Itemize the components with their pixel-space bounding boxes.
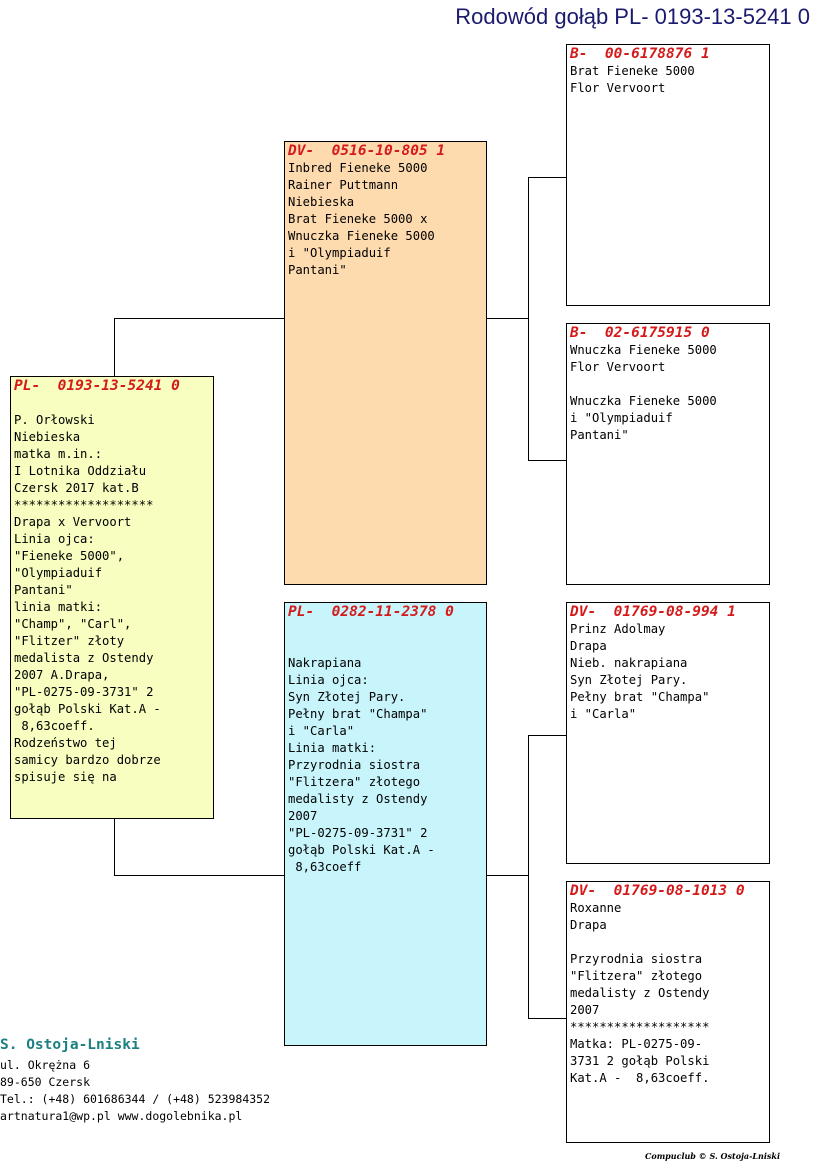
breeder-name: S. Ostoja-Lniski	[0, 1037, 140, 1053]
breeder-phone: Tel.: (+48) 601686344 / (+48) 523984352	[0, 1092, 271, 1106]
subject-ring-number: PL- 0193-13-5241 0	[14, 378, 180, 394]
sire-card: DV- 0516-10-805 1 Inbred Fieneke 5000 Ra…	[284, 141, 487, 585]
sire-sire-card: B- 00-6178876 1 Brat Fieneke 5000 Flor V…	[566, 44, 770, 306]
subject-description: P. Orłowski Niebieska matka m.in.: I Lot…	[14, 413, 161, 784]
connector-sire-bracket	[528, 177, 529, 460]
dam-sire-ring-number: DV- 01769-08-994 1	[570, 604, 736, 620]
connector-sire-stub	[486, 318, 528, 319]
breeder-address: ul. Okrężna 6	[0, 1058, 91, 1072]
dam-ring-number: PL- 0282-11-2378 0	[288, 604, 454, 620]
dam-sire-description: Prinz Adolmay Drapa Nieb. nakrapiana Syn…	[570, 622, 710, 721]
dam-dam-description: Roxanne Drapa Przyrodnia siostra "Flitze…	[570, 901, 710, 1085]
subject-card: PL- 0193-13-5241 0 P. Orłowski Niebieska…	[10, 376, 214, 819]
dam-description: Nakrapiana Linia ojca: Syn Złotej Pary. …	[288, 656, 435, 874]
connector-dam-bracket	[528, 735, 529, 1018]
dam-dam-card: DV- 01769-08-1013 0 Roxanne Drapa Przyro…	[566, 881, 770, 1143]
software-credit: Compuclub © S. Ostoja-Lniski	[645, 1151, 780, 1161]
connector-sire-dam	[528, 460, 566, 461]
sire-dam-description: Wnuczka Fieneke 5000 Flor Vervoort Wnucz…	[570, 343, 717, 442]
dam-card: PL- 0282-11-2378 0 Nakrapiana Linia ojca…	[284, 602, 487, 1046]
connector-dam-stub	[486, 875, 528, 876]
pedigree-title: Rodowód gołąb PL- 0193-13-5241 0	[455, 4, 810, 29]
connector-subject-dam-horizontal	[114, 875, 284, 876]
connector-subject-sire-vertical	[114, 318, 115, 376]
sire-sire-ring-number: B- 00-6178876 1	[570, 46, 710, 62]
connector-subject-sire-horizontal	[114, 318, 284, 319]
breeder-info: S. Ostoja-Lniski ul. Okrężna 6 89-650 Cz…	[0, 1035, 270, 1125]
breeder-contact: artnatura1@wp.pl www.dogolebnika.pl	[0, 1109, 243, 1123]
sire-sire-description: Brat Fieneke 5000 Flor Vervoort	[570, 64, 695, 95]
connector-dam-sire	[528, 735, 566, 736]
sire-dam-card: B- 02-6175915 0 Wnuczka Fieneke 5000 Flo…	[566, 323, 770, 585]
connector-subject-dam-vertical	[114, 818, 115, 876]
connector-sire-sire	[528, 177, 566, 178]
dam-sire-card: DV- 01769-08-994 1 Prinz Adolmay Drapa N…	[566, 602, 770, 864]
connector-dam-dam	[528, 1018, 566, 1019]
dam-dam-ring-number: DV- 01769-08-1013 0	[570, 883, 745, 899]
sire-ring-number: DV- 0516-10-805 1	[288, 143, 446, 159]
sire-description: Inbred Fieneke 5000 Rainer Puttmann Nieb…	[288, 161, 435, 277]
sire-dam-ring-number: B- 02-6175915 0	[570, 325, 710, 341]
breeder-city: 89-650 Czersk	[0, 1075, 91, 1089]
